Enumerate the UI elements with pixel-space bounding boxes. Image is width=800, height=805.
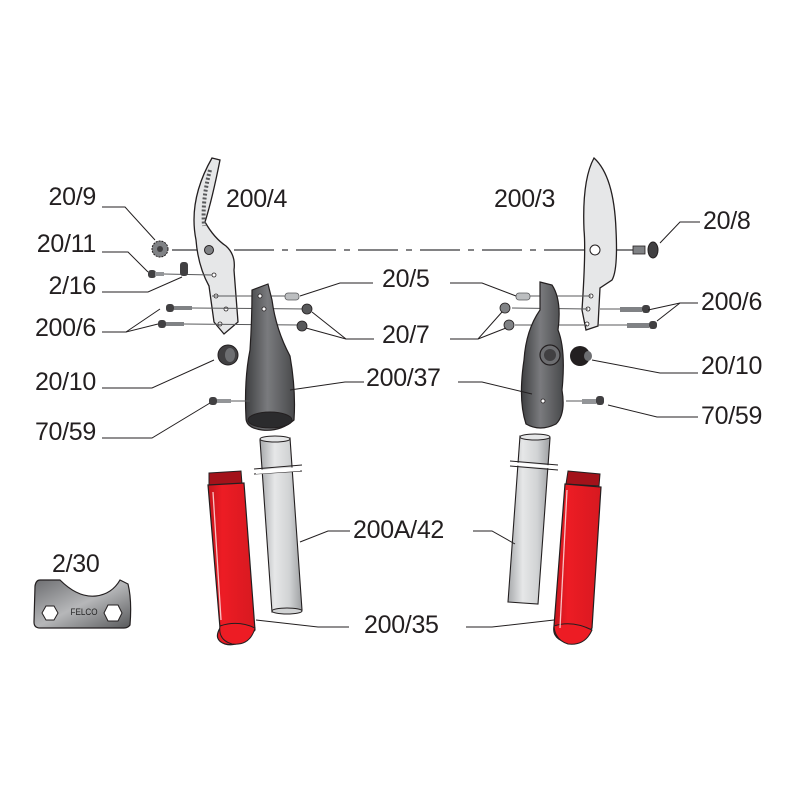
part-20-7-right-nuts <box>499 302 589 331</box>
label-200-4: 200/4 <box>226 185 288 213</box>
part-20-5-left-pin <box>212 292 300 301</box>
part-200-6-right-bolts <box>598 305 657 329</box>
part-20-7-left-nuts <box>296 303 313 332</box>
left-blade-200-4 <box>193 157 239 335</box>
right-grip-200-35 <box>553 470 602 645</box>
label-200-6-left: 200/6 <box>34 314 96 342</box>
part-70-59-left-screw <box>209 397 250 405</box>
label-20-7: 20/7 <box>382 321 430 349</box>
label-2-16: 2/16 <box>48 272 97 300</box>
label-200A-42: 200A/42 <box>353 516 445 544</box>
wrench-2-30 <box>33 579 132 629</box>
label-70-59-right: 70/59 <box>701 402 763 430</box>
label-200-35: 200/35 <box>364 611 439 639</box>
right-handle-200-37 <box>520 281 564 429</box>
label-200-6-right: 200/6 <box>701 288 763 316</box>
label-200-3: 200/3 <box>494 185 556 213</box>
label-70-59-left: 70/59 <box>34 418 96 446</box>
label-20-5: 20/5 <box>382 265 430 293</box>
part-70-59-right-screw <box>566 396 604 405</box>
label-2-30: 2/30 <box>52 550 100 578</box>
part-20-8-pivot-bolt <box>632 241 659 259</box>
part-2-16-latch <box>180 262 188 276</box>
label-20-9: 20/9 <box>48 183 97 211</box>
left-tube-200A-42 <box>253 435 303 615</box>
part-20-9-spring-washer <box>151 240 169 258</box>
part-20-10-left-bushing <box>217 344 239 366</box>
label-20-10-right: 20/10 <box>701 352 763 380</box>
part-20-11-screw <box>148 270 213 278</box>
leader-lines <box>102 206 700 628</box>
right-blade-200-3 <box>581 156 618 331</box>
label-20-11: 20/11 <box>36 230 97 258</box>
left-handle-200-37 <box>244 283 296 431</box>
label-200-37: 200/37 <box>366 364 441 392</box>
left-grip-200-35 <box>207 470 256 646</box>
part-200-6-left-bolts <box>158 304 309 328</box>
wrench-brand-text: FELCO <box>70 607 98 617</box>
part-20-10-right-bushing <box>570 346 592 366</box>
right-tube-200A-42 <box>507 433 559 605</box>
label-20-8: 20/8 <box>703 207 751 235</box>
label-20-10-left: 20/10 <box>34 368 96 396</box>
